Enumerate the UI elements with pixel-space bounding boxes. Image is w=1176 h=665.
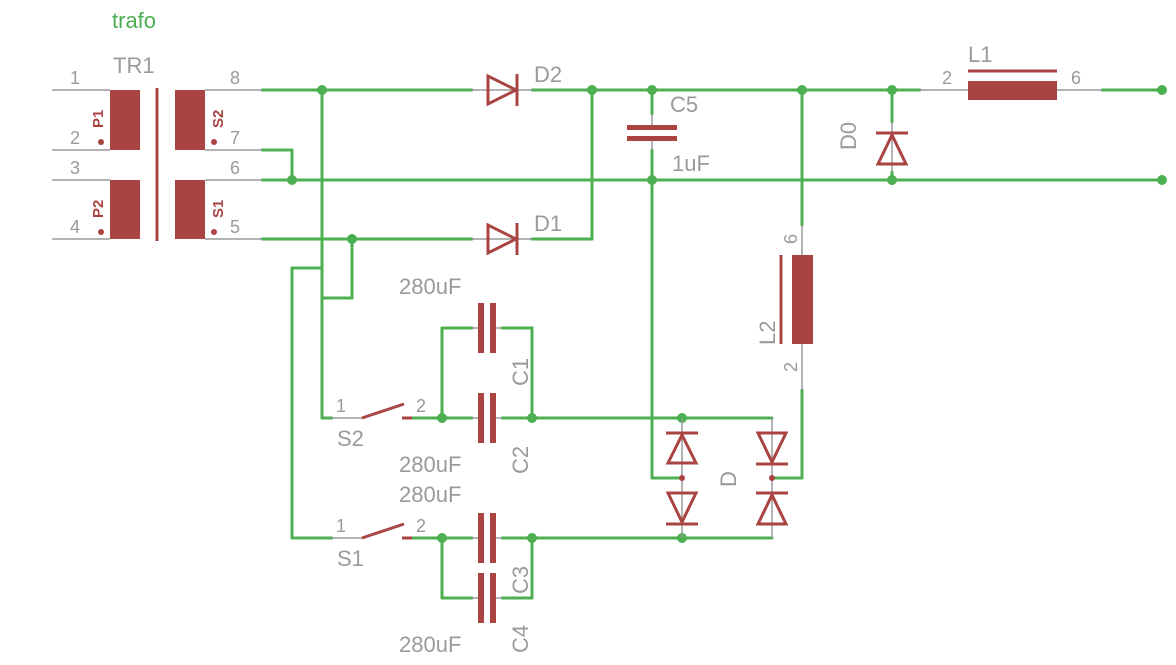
diode-d2-label: D2 — [534, 62, 562, 87]
capacitor-c2-label: C2 — [508, 446, 533, 474]
capacitor-c3-label: C3 — [508, 566, 533, 594]
winding-p2-label: P2 — [90, 200, 107, 218]
diagram-title: trafo — [112, 8, 156, 33]
bridge-rectifier-label: D — [716, 471, 741, 487]
switch-s2-symbol — [332, 402, 412, 420]
capacitor-c2-value: 280uF — [399, 452, 461, 477]
inductor-l2-symbol — [779, 225, 813, 390]
capacitor-c4-symbol — [472, 573, 502, 623]
capacitor-c5-value: 1uF — [672, 151, 710, 176]
switch-s1-label: S1 — [337, 546, 364, 571]
inductor-l2-pin-6: 6 — [781, 234, 801, 244]
inductor-l1-label: L1 — [968, 42, 992, 67]
capacitor-c4-label: C4 — [508, 625, 533, 653]
winding-s1-label: S1 — [210, 200, 227, 218]
inductor-l2-pin-2: 2 — [781, 362, 801, 372]
switch-s1-symbol — [332, 522, 412, 540]
capacitor-c3-value: 280uF — [399, 482, 461, 507]
switch-s2-pin-2: 2 — [416, 396, 426, 416]
junctions — [287, 85, 1167, 543]
capacitor-c5-symbol — [627, 114, 677, 150]
capacitor-c1-value: 280uF — [399, 274, 461, 299]
diode-d0-symbol — [875, 122, 909, 172]
winding-s2-label: S2 — [210, 110, 227, 128]
tr1-label: TR1 — [113, 53, 155, 78]
capacitor-c1-symbol — [472, 303, 502, 353]
capacitor-c5-label: C5 — [670, 92, 698, 117]
switch-s2-pin-1: 1 — [336, 396, 346, 416]
tr1-pin-7: 7 — [230, 128, 240, 148]
bridge-rectifier-symbol — [665, 418, 789, 538]
wires — [260, 88, 1164, 600]
diode-d1-symbol — [472, 222, 532, 256]
switch-s1-pin-1: 1 — [336, 516, 346, 536]
capacitor-c1-label: C1 — [508, 358, 533, 386]
tr1-pin-5: 5 — [230, 217, 240, 237]
diode-d0-label: D0 — [836, 122, 861, 150]
inductor-l1-pin-6: 6 — [1071, 68, 1081, 88]
capacitor-c2-symbol — [472, 393, 502, 443]
tr1-pin-2: 2 — [70, 128, 80, 148]
diode-d1-label: D1 — [534, 211, 562, 236]
tr1-pin-3: 3 — [70, 158, 80, 178]
transformer-tr1 — [52, 88, 262, 241]
switch-s2-label: S2 — [337, 426, 364, 451]
capacitor-c3-symbol — [472, 513, 502, 563]
inductor-l2-label: L2 — [755, 321, 780, 345]
tr1-pin-1: 1 — [70, 68, 80, 88]
capacitor-c4-value: 280uF — [399, 632, 461, 657]
switch-s1-pin-2: 2 — [416, 516, 426, 536]
tr1-pin-8: 8 — [230, 68, 240, 88]
winding-p1-label: P1 — [90, 110, 107, 128]
inductor-l1-symbol — [920, 69, 1102, 100]
diode-d2-symbol — [472, 73, 532, 107]
tr1-pin-4: 4 — [70, 217, 80, 237]
tr1-pin-6: 6 — [230, 158, 240, 178]
inductor-l1-pin-2: 2 — [942, 68, 952, 88]
